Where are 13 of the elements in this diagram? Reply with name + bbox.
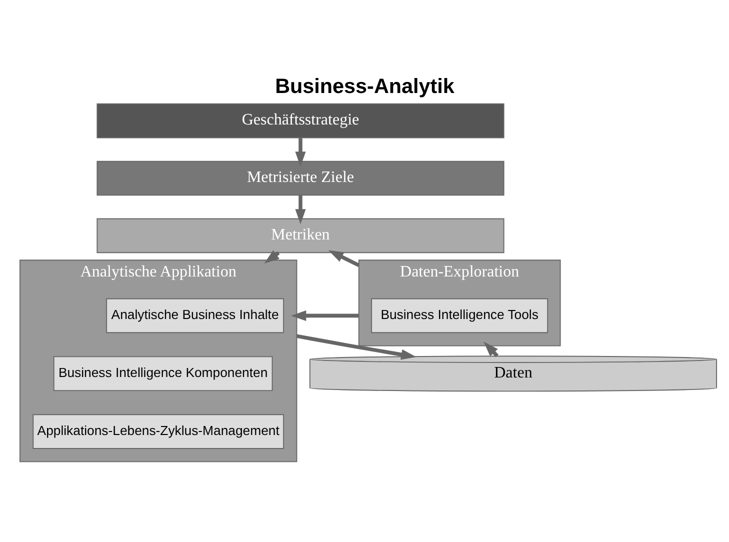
node-box: Business Intelligence Komponenten xyxy=(53,356,273,391)
arrow xyxy=(295,137,306,166)
node-box: Business Intelligence Tools xyxy=(371,298,548,333)
arrow xyxy=(296,334,416,360)
diagram-title: Business-Analytik xyxy=(275,74,454,98)
arrow xyxy=(295,194,306,224)
node-box: Analytische Business Inhalte xyxy=(106,298,284,333)
node-box: Applikations-Lebens-Zyklus-Management xyxy=(32,414,284,448)
node-box: Metrisierte Ziele xyxy=(96,160,504,196)
arrow xyxy=(291,310,359,320)
node-box: Geschäftsstrategie xyxy=(96,102,504,138)
node-box: Metriken xyxy=(96,218,504,253)
arrow xyxy=(328,250,360,266)
